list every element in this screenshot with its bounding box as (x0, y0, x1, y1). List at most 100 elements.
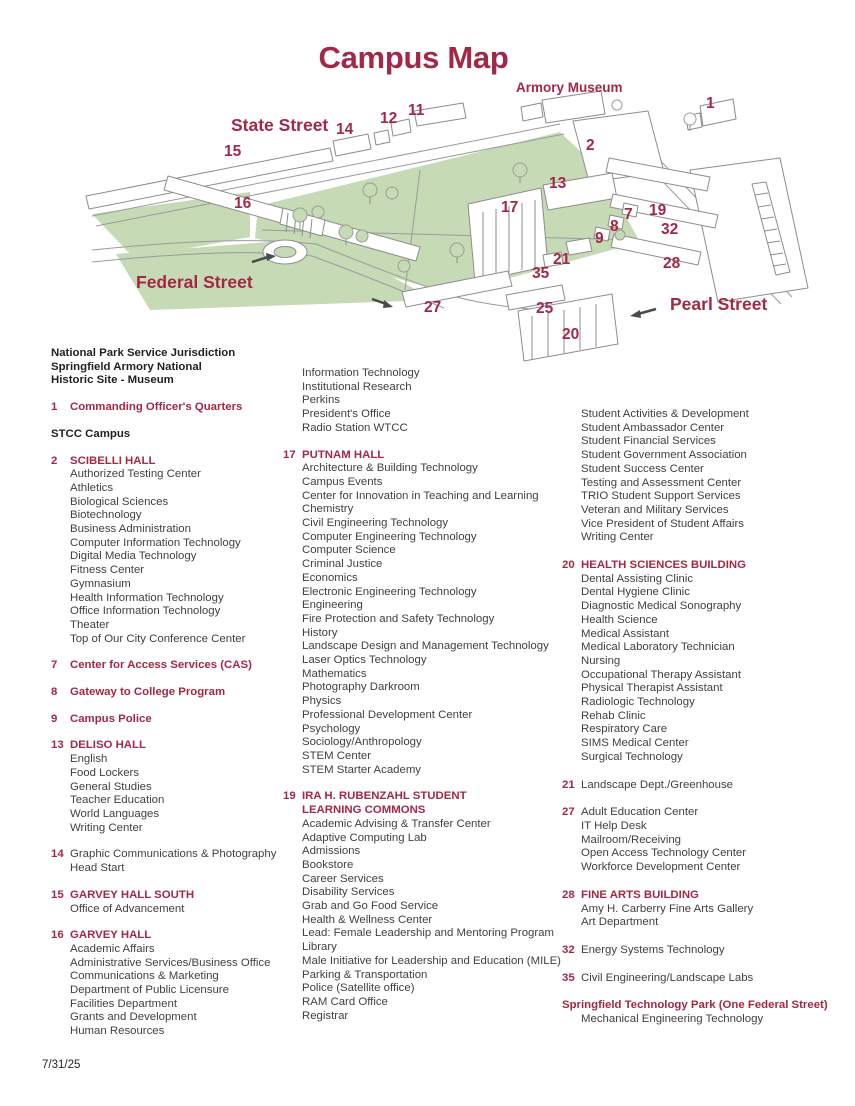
building-number: 21 (562, 778, 575, 791)
legend-item: Workforce Development Center (581, 861, 741, 874)
legend-item: Male Initiative for Leadership and Educa… (302, 954, 561, 967)
building-name: HEALTH SCIENCES BUILDING (581, 559, 746, 572)
map-number-16: 16 (234, 195, 252, 212)
legend-item: Veteran and Military Services (581, 503, 729, 516)
legend-item: Economics (302, 571, 358, 584)
legend-item: Student Government Association (581, 449, 747, 462)
legend-item: Art Department (581, 916, 659, 929)
revision-date: 7/31/25 (42, 1059, 81, 1071)
legend-item: Mathematics (302, 667, 367, 680)
legend-item: Communications & Marketing (70, 970, 219, 983)
legend-item: Human Resources (70, 1025, 165, 1038)
building-number: 17 (283, 448, 296, 461)
legend-item: Parking & Transportation (302, 968, 428, 981)
building-number: 7 (51, 659, 58, 672)
parking-lot (689, 157, 809, 303)
building-name: Landscape Dept./Greenhouse (581, 778, 733, 791)
legend-item: Perkins (302, 394, 340, 407)
legend-item: Computer Science (302, 544, 396, 557)
legend-item: Digital Media Technology (70, 550, 197, 563)
legend-block: Springfield Technology Park (One Federal… (562, 999, 855, 1026)
legend-item: Information Technology (302, 367, 420, 379)
legend-item: Athletics (70, 481, 114, 494)
street-label-state-street: State Street (231, 115, 329, 135)
legend-item: Health & Wellness Center (302, 913, 433, 926)
legend-item: General Studies (70, 780, 152, 793)
legend-item: Rehab Clinic (581, 709, 646, 722)
legend-item: English (70, 753, 108, 766)
legend-item: Radio Station WTCC (302, 421, 408, 434)
legend-item: Computer Information Technology (70, 536, 241, 549)
legend-item: Grab and Go Food Service (302, 900, 439, 913)
legend-item: Mailroom/Receiving (581, 833, 682, 846)
legend-item: Mechanical Engineering Technology (581, 1013, 764, 1026)
legend-item: STEM Starter Academy (302, 763, 422, 776)
rotary (262, 239, 308, 265)
legend-item: Facilities Department (70, 997, 177, 1010)
legend-item: SIMS Medical Center (581, 737, 689, 750)
legend-item: Admissions (302, 845, 361, 858)
legend-item: World Languages (70, 807, 160, 820)
legend-item: Lead: Female Leadership and Mentoring Pr… (302, 927, 555, 940)
legend-item: Radiologic Technology (581, 696, 695, 709)
legend-item: Sociology/Anthropology (302, 736, 422, 749)
building-name: SCIBELLI HALL (70, 454, 156, 467)
building-number: 32 (562, 943, 575, 956)
building-name: Civil Engineering/Landscape Labs (581, 971, 754, 984)
legend-item: Engineering (302, 599, 363, 612)
map-number-32: 32 (661, 221, 679, 238)
map-number-20: 20 (562, 326, 580, 343)
legend-item: Administrative Services/Business Office (70, 956, 271, 969)
map-number-11: 11 (408, 102, 425, 119)
legend-item: Office Information Technology (70, 605, 221, 618)
legend-item: Dental Assisting Clinic (581, 572, 694, 585)
building-name: Commanding Officer's Quarters (70, 401, 243, 414)
legend-item: Fitness Center (70, 564, 145, 577)
legend-item: Authorized Testing Center (70, 468, 201, 481)
legend-item: Writing Center (581, 531, 654, 544)
building-name: IRA H. RUBENZAHL STUDENT LEARNING COMMON… (302, 790, 467, 817)
legend-item: Institutional Research (302, 380, 412, 393)
legend-block: 21 Landscape Dept./Greenhouse (562, 779, 855, 793)
legend-entry: 21 Landscape Dept./Greenhouse (562, 779, 855, 793)
legend-item: Physical Therapist Assistant (581, 682, 723, 695)
legend-item: Vice President of Student Affairs (581, 517, 744, 530)
legend-item: Career Services (302, 872, 384, 885)
legend-note: National Park Service Jurisdiction (51, 347, 236, 359)
legend-note: Springfield Armory National (51, 360, 202, 373)
legend-note: STCC Campus (51, 427, 131, 440)
legend-item: Department of Public Licensure (70, 984, 229, 997)
map-number-27: 27 (424, 299, 442, 316)
legend-item: Testing and Assessment Center (581, 476, 742, 489)
legend-note: Historic Site - Museum (51, 374, 174, 387)
legend-item: RAM Card Office (302, 995, 388, 1008)
legend-item: Dental Hygiene Clinic (581, 586, 690, 599)
map-number-28: 28 (663, 255, 681, 272)
map-number-25: 25 (536, 300, 554, 317)
map-number-1: 1 (706, 95, 715, 112)
map-number-35: 35 (532, 265, 550, 282)
legend-item: Photography Darkroom (302, 681, 420, 694)
street-label-federal-street: Federal Street (136, 272, 253, 292)
